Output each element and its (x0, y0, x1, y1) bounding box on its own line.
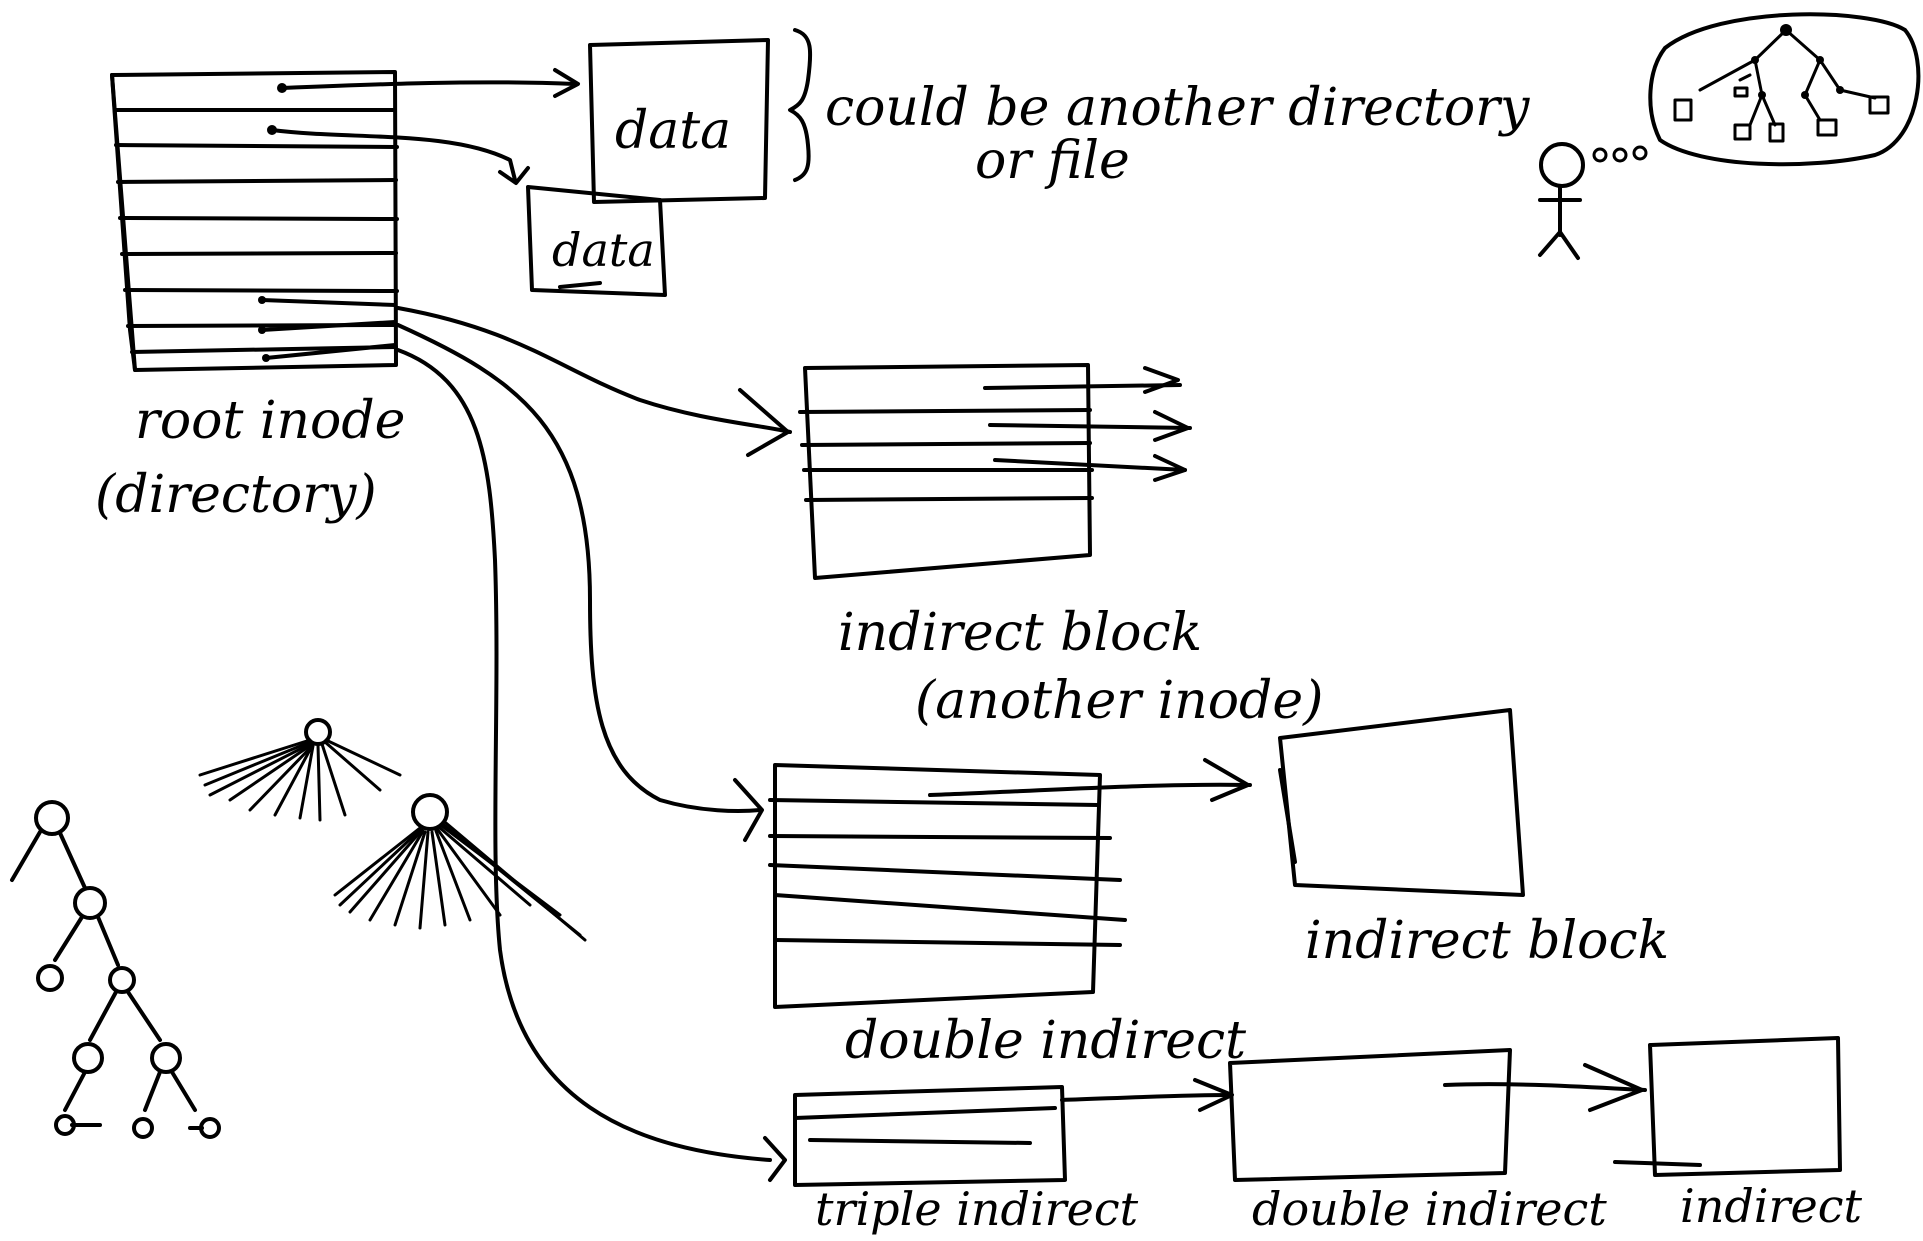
data-label-2: data (552, 223, 655, 277)
data-block-1: data (590, 40, 768, 202)
indirect-block-right (1280, 710, 1523, 895)
double-indirect-label: double indirect (845, 1011, 1246, 1071)
data-label-1: data (615, 101, 731, 161)
curly-brace (790, 30, 810, 180)
root-to-indirect-arrow (398, 308, 790, 432)
root-to-triple-arrow (398, 350, 770, 1160)
indirect-block-label: indirect block (838, 603, 1202, 663)
indirect-block (800, 365, 1190, 578)
triple-indirect-block (795, 1080, 1232, 1185)
double-indirect-block-bottom (1230, 1050, 1645, 1180)
indirect-bottom-label: indirect (1680, 1179, 1862, 1233)
triple-indirect-label: triple indirect (815, 1182, 1139, 1236)
indirect-block-sublabel: (another inode) (915, 671, 1323, 731)
person-thinking-icon (1540, 144, 1646, 258)
root-inode-sublabel: (directory) (95, 465, 377, 525)
double-indirect-bottom-label: double indirect (1252, 1182, 1607, 1236)
double-indirect-block (770, 760, 1250, 1007)
indirect-block-right-label: indirect block (1305, 911, 1669, 971)
root-inode-label: root inode (135, 391, 405, 451)
could-be-line2: or file (975, 131, 1130, 191)
binary-tree-icon (12, 802, 219, 1137)
high-fanout-tree-icon (200, 720, 585, 940)
tree-in-thought-bubble-icon (1650, 14, 1918, 164)
could-be-line1: could be another directory (825, 78, 1530, 138)
indirect-block-bottom (1615, 1038, 1840, 1175)
root-to-double-arrow (398, 325, 760, 811)
